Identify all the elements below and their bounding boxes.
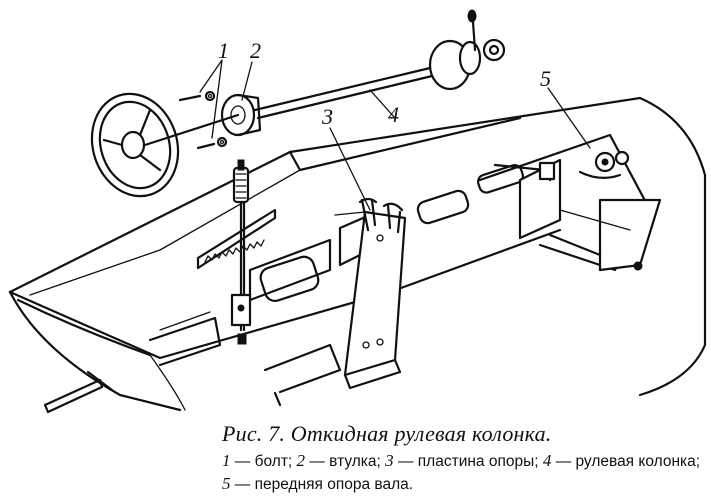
gear-lever (196, 159, 277, 345)
label-bolt: 1 (218, 38, 229, 63)
legend-text-5: передняя опора вала. (254, 476, 414, 493)
legend-text-2: втулка; (329, 453, 381, 470)
bolts (178, 59, 228, 150)
steering-column-shaft (253, 9, 506, 120)
steering-wheel (90, 92, 240, 198)
bushing (220, 93, 262, 137)
boat-hull (8, 96, 707, 412)
caption-legend: 1 — болт; 2 — втулка; 3 — пластина опоры… (222, 451, 701, 493)
tiller-pin (43, 370, 114, 414)
support-plate (334, 197, 407, 390)
legend-num-5: 5 (222, 474, 231, 493)
seat-frame (148, 164, 524, 407)
front-shaft-support (478, 133, 662, 272)
legend-num-1: 1 (222, 451, 231, 470)
figure-caption: Рис. 7. Откидная рулевая колонка. 1 — бо… (222, 421, 702, 496)
caption-title: Рис. 7. Откидная рулевая колонка. (222, 421, 552, 446)
legend-text-1: болт; (254, 453, 293, 470)
steering-column-diagram: 1 2 3 4 5 (8, 9, 707, 414)
label-steering-column: 4 (388, 102, 399, 127)
leader-lines (241, 61, 591, 211)
legend-num-3: 3 (385, 451, 394, 470)
legend-num-4: 4 (542, 451, 552, 470)
label-front-shaft-support: 5 (540, 66, 551, 91)
legend-text-4: рулевая колонка; (575, 453, 701, 470)
label-bushing: 2 (250, 38, 261, 63)
legend-text-3: пластина опоры; (417, 453, 539, 470)
legend-num-2: 2 (296, 451, 306, 470)
label-support-plate: 3 (321, 104, 333, 129)
